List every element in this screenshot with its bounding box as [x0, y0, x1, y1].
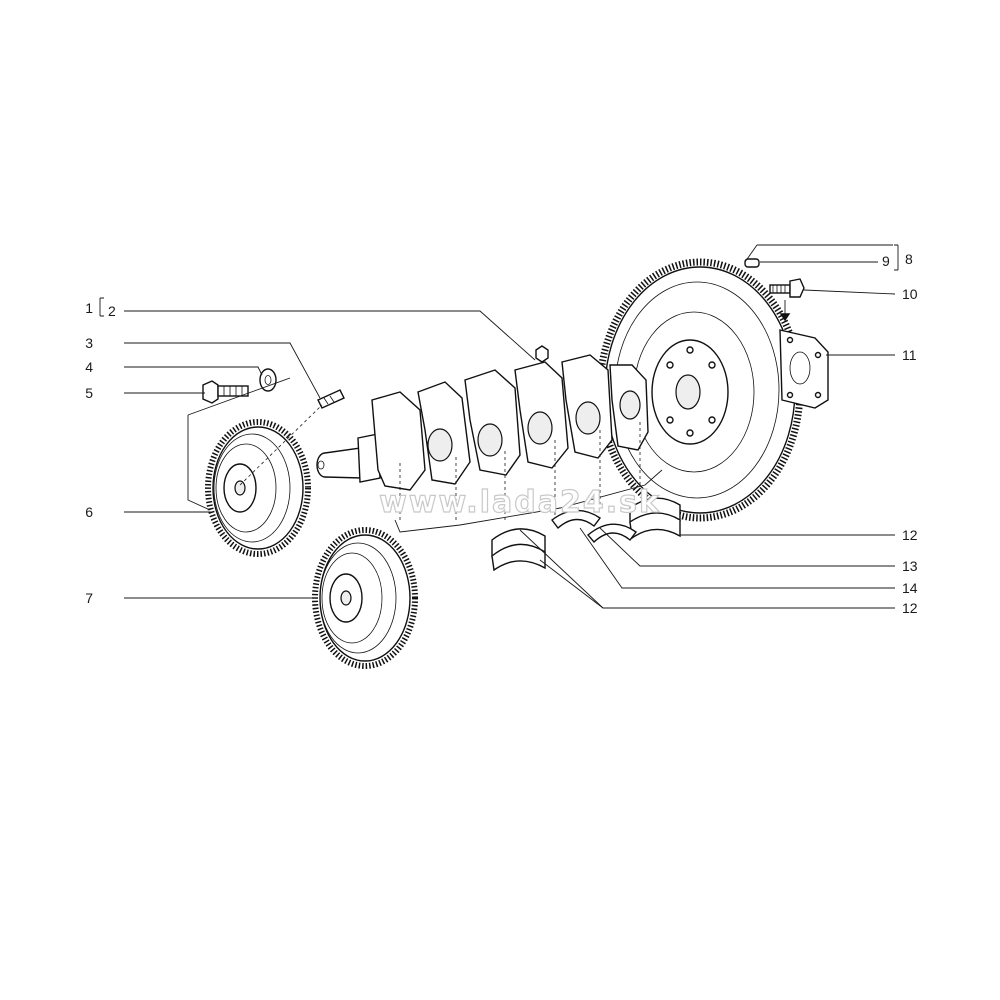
callout-9: 9 — [882, 253, 890, 269]
assembly-bracket — [187, 415, 211, 511]
callout-2: 2 — [108, 303, 116, 319]
callout-11: 11 — [902, 347, 917, 363]
pulley-key — [317, 389, 345, 409]
assembly-bracket-top — [187, 377, 291, 416]
callout-8: 8 — [905, 251, 913, 267]
flywheel-bolt-plate — [779, 329, 829, 409]
crankshaft-plug — [535, 345, 549, 363]
pulley-bolt — [202, 380, 249, 404]
flywheel-bolt — [769, 278, 805, 322]
callout-3: 3 — [85, 335, 93, 351]
callout-5: 5 — [85, 385, 93, 401]
thrust-half-ring-13 — [587, 523, 637, 544]
flywheel-dowel-pin — [744, 258, 760, 268]
crankshaft-pulley-upper — [205, 404, 323, 557]
crankshaft — [316, 354, 663, 533]
callout-10: 10 — [902, 286, 918, 302]
pulley-washer — [259, 368, 277, 392]
thrust-half-ring-14 — [551, 509, 602, 530]
crankshaft-pulley-lower — [312, 527, 418, 669]
watermark: www.lada24.sk — [379, 485, 661, 520]
callout-6: 6 — [85, 504, 93, 520]
callout-7: 7 — [85, 590, 93, 606]
callout-14: 14 — [902, 580, 918, 596]
callout-12-lower: 12 — [902, 600, 918, 616]
callout-1: 1 — [85, 300, 93, 316]
callout-12-upper: 12 — [902, 527, 918, 543]
callout-4: 4 — [85, 359, 93, 375]
main-bearing-shell-lower — [491, 528, 546, 572]
callout-13: 13 — [902, 558, 918, 574]
leader-lines — [99, 244, 899, 609]
